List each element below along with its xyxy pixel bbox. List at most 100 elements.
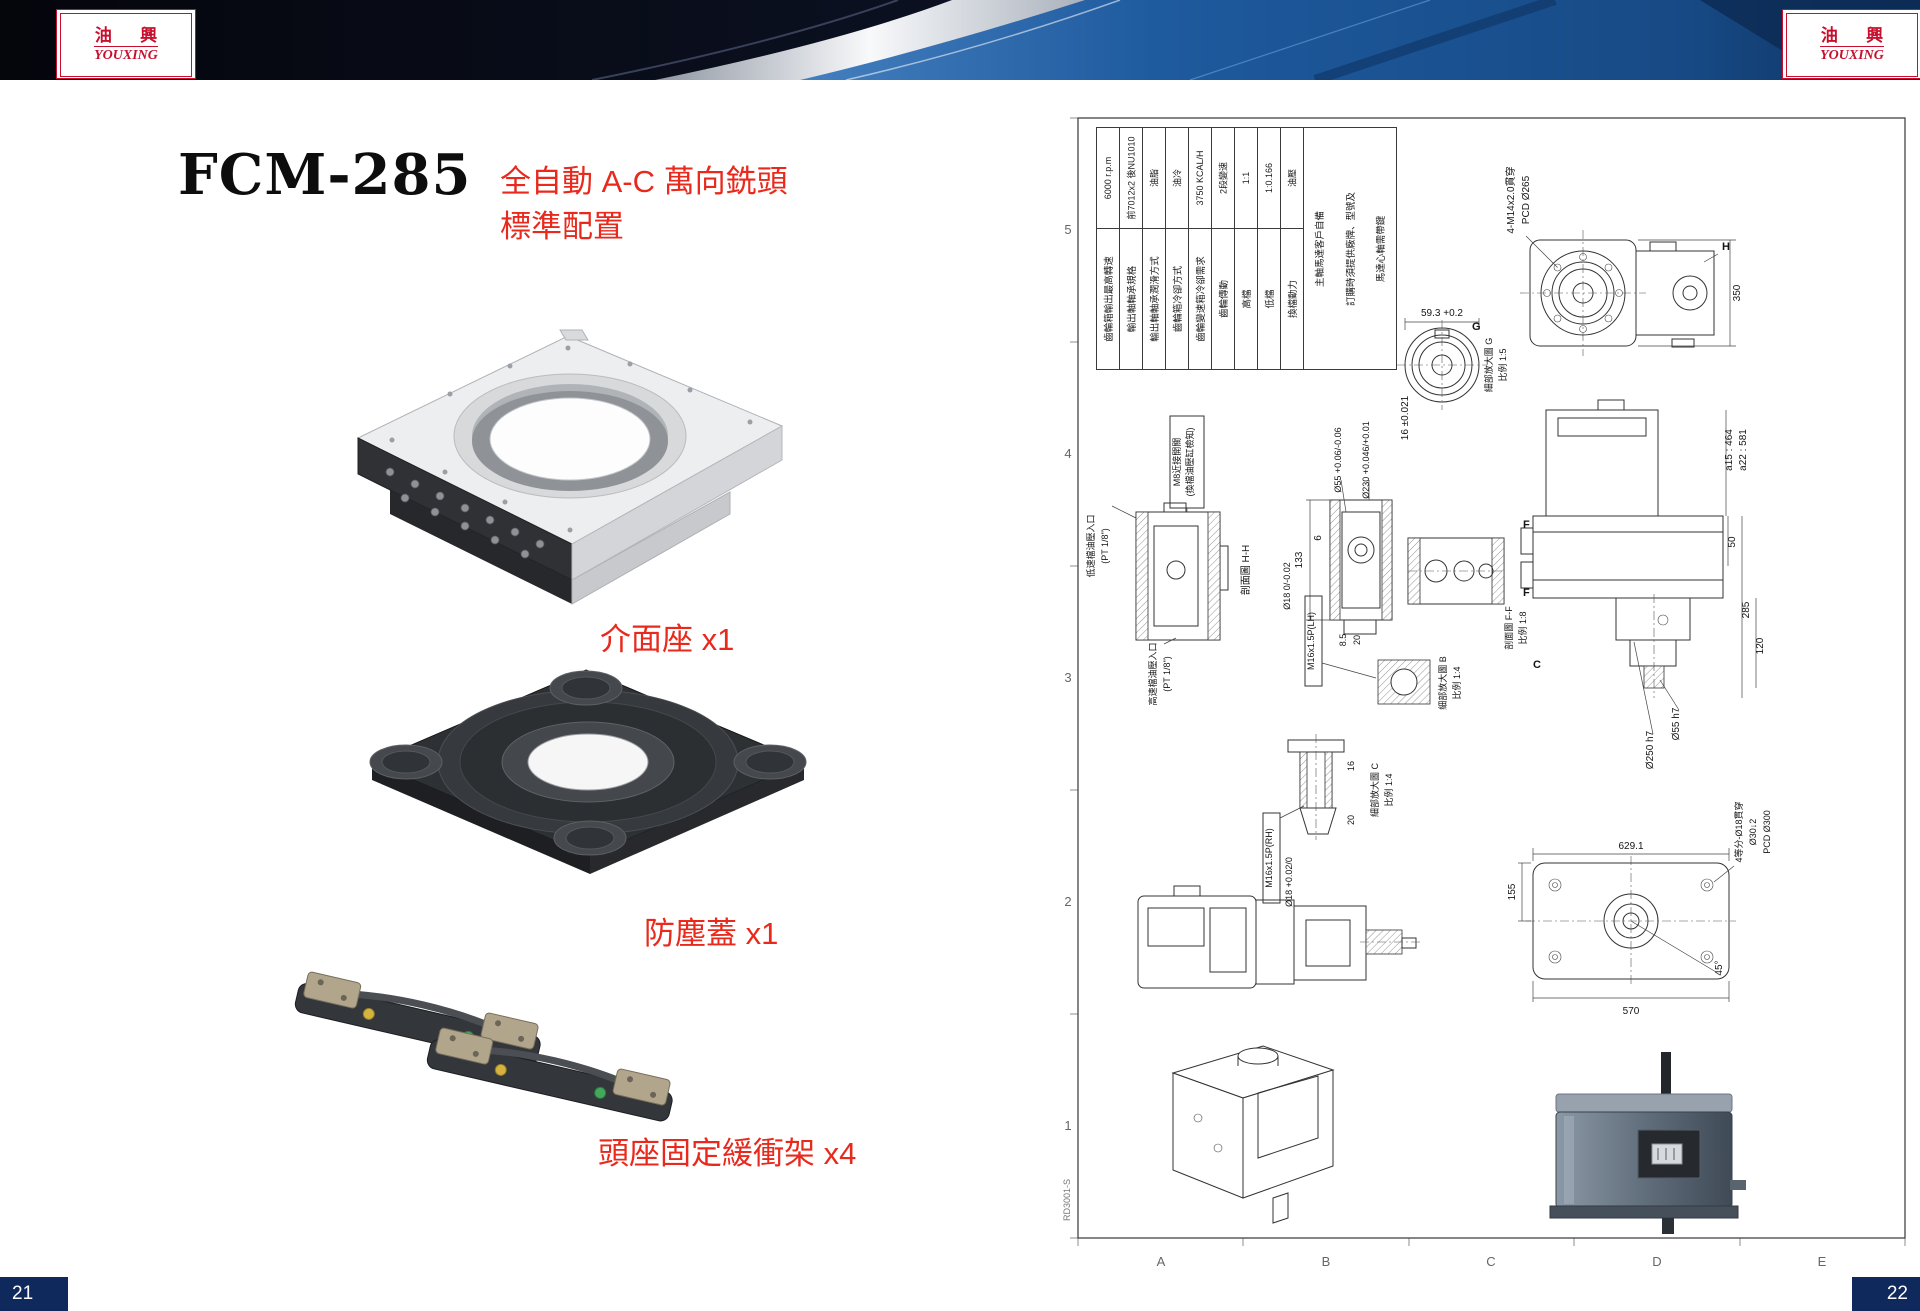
spec-name-cell: 低檔 [1258,229,1280,369]
spec-value-cell: 1:0.166 [1258,128,1280,229]
header-blue-band [745,0,1920,80]
youxing-logo-left: 油 興 YOUXING [56,9,196,79]
logo-frame: 油 興 YOUXING [1786,13,1918,77]
col-label-e: E [1818,1254,1827,1269]
spec-value-cell: 前7012x2 後NU1010 [1120,128,1142,229]
spec-row-low-gear: 1:0.166 低檔 [1258,128,1281,369]
port-low-speed-size: (PT 1/8") [1100,528,1110,564]
header-band [0,0,1920,80]
spec-value-text: 6000 r.p.m [1103,156,1113,200]
spec-name-cell: 輸出軸軸承潤滑方式 [1143,229,1165,369]
base-tier2-light [571,491,731,605]
plate-notch [559,329,589,341]
front-pcd-note: PCD Ø300 [1762,810,1772,854]
detail-g-scale: 比例 1:5 [1497,348,1508,381]
port-high-speed-label: 高速檔油壓入口 [1147,642,1158,705]
cover-edge-left [372,762,590,874]
logo-en-text: YOUXING [94,46,158,63]
product-label-interface-seat: 介面座 x1 [600,622,735,657]
spec-note-line: 訂購時須提供廠牌、型號及 [1335,128,1366,369]
spec-note-line: 主軸馬達客戶自備 [1304,128,1335,369]
cover-center-hole [527,733,649,791]
spec-value-text: 1:1 [1241,171,1251,185]
dim-o55-h7: Ø55 h7 [1671,707,1682,740]
spec-note: 主軸馬達客戶自備 訂購時須提供廠牌、型號及 馬達心軸需帶鍵 [1304,128,1397,369]
spec-value-cell: 油脂 [1143,128,1165,229]
spec-note-text: 馬達心軸需帶鍵 [1376,215,1388,282]
spec-value-text: 前7012x2 後NU1010 [1126,136,1137,220]
dim-59-3: 59.3 +0.2 [1421,308,1463,319]
spec-row-transmission: 2段變速 齒輪傳動 [1212,128,1235,369]
col-label-d: D [1652,1254,1661,1269]
bracket-2 [426,1027,673,1122]
header-streak-lightblue [1189,0,1431,80]
spec-row-cooling-req: 3750 KCAL/H 齒輪變速箱冷卻需求 [1189,128,1212,369]
spec-name-cell: 高檔 [1235,229,1257,369]
port-high-speed-size: (PT 1/8") [1162,656,1172,692]
section-letter-c: C [1533,659,1541,671]
product-image-buffer-brackets [294,971,673,1122]
logo-en-text: YOUXING [1820,46,1884,63]
spec-value-cell: 2段變速 [1212,128,1234,229]
section-letter-h: H [1722,241,1730,253]
spec-name-cell: 換檔動力 [1281,229,1303,369]
logo-frame: 油 興 YOUXING [60,13,192,77]
dim-45deg: 45° [1714,960,1725,975]
youxing-logo-right: 油 興 YOUXING [1782,9,1920,79]
thread-m16-lh: M16x1.5P(LH) [1306,612,1316,670]
view-detail-c: 細部放大圖 C 比例 1:4 16 20 M16x1.5P(RH) Ø18 +0… [1262,734,1394,907]
dim-570: 570 [1623,1006,1640,1017]
spec-name-text: 換檔動力 [1288,279,1299,319]
dim-o18-rh: Ø18 +0.02/0 [1284,857,1294,907]
product-label-buffer-bracket: 頭座固定緩衝架 x4 [598,1136,857,1171]
spec-name-text: 齒輪傳動 [1219,279,1230,319]
dim-o250-h7: Ø250 h7 [1645,730,1656,769]
spec-value-cell: 1:1 [1235,128,1257,229]
spec-value-text: 油脂 [1149,168,1160,188]
page-number-right: 22 [1852,1277,1920,1311]
detail-b-scale: 比例 1:4 [1451,666,1462,699]
dim-155: 155 [1507,883,1518,900]
view-detail-g: 59.3 +0.2 16 ±0.021 細部放大圖 G 比例 1:5 G [1397,308,1508,440]
row-label-2: 2 [1064,894,1071,909]
header-streak-navy [1313,0,1557,80]
spec-row-high-gear: 1:1 高檔 [1235,128,1258,369]
dim-16: 16 [1346,761,1356,771]
base-right-face [571,425,783,581]
dim-16-tol: 16 ±0.021 [1400,395,1411,440]
section-letter-f1: F [1523,519,1530,531]
logo-cn-text: 油 興 [1820,26,1896,45]
spec-row-cooling: 油冷 齒輪箱冷卻方式 [1166,128,1189,369]
cover-edge-right [590,762,804,874]
spec-name-cell: 齒輪傳動 [1212,229,1234,369]
flange-pcd-note: PCD Ø265 [1521,175,1532,224]
spec-value-cell: 6000 r.p.m [1097,128,1119,229]
row-label-1: 1 [1064,1118,1071,1133]
thread-m16-rh: M16x1.5P(RH) [1264,828,1274,888]
detail-c-scale: 比例 1:4 [1383,773,1394,806]
spec-value-text: 3750 KCAL/H [1195,150,1205,206]
spec-value-cell: 油壓 [1281,128,1303,229]
spec-note-text: 訂購時須提供廠牌、型號及 [1345,191,1357,306]
dim-120: 120 [1755,637,1766,654]
spec-name-text: 輸出軸軸承規格 [1127,265,1138,333]
col-label-c: C [1486,1254,1495,1269]
product-image-interface-seat [356,329,784,605]
view-section-hh: 剖面圖 H-H 133 Ø230 +0.046/+0.01 Ø55 +0.06/… [1239,421,1393,635]
view-cutaway-ports: 低速檔油壓入口 (PT 1/8") M8近接開關 (換檔油壓缸檢知) 高速檔油壓… [1085,415,1229,706]
page-title: FCM-285 [178,142,472,208]
dim-629-1: 629.1 [1618,841,1643,852]
spec-row-shift-power: 油壓 換檔動力 [1281,128,1304,369]
dim-a15-464: a15 : 464 [1724,429,1735,471]
dim-a22-581: a22 : 581 [1738,429,1749,471]
spec-note-line: 馬達心軸需帶鍵 [1365,128,1397,369]
section-ff-scale: 比例 1:8 [1517,611,1528,644]
spec-value-text: 油冷 [1172,168,1183,188]
section-hh-title: 剖面圖 H-H [1239,545,1252,596]
detail-b-title: 細部放大圖 B [1437,656,1448,710]
col-label-b: B [1322,1254,1331,1269]
dim-8-5: 8.5 [1338,634,1348,647]
product-label-dust-cover: 防塵蓋 x1 [644,916,779,951]
spec-note-text: 主軸馬達客戶自備 [1314,210,1326,287]
spec-name-text: 輸出軸軸承潤滑方式 [1150,256,1161,342]
